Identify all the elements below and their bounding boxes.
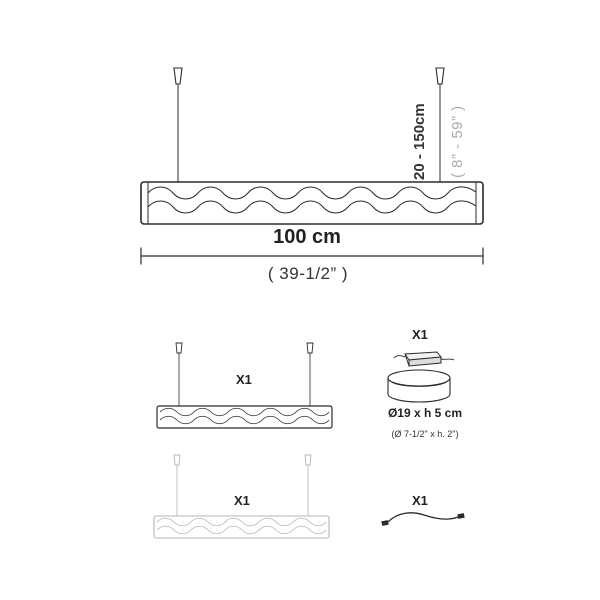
tube-wave-bottom (147, 200, 477, 214)
lamp-light-small (153, 454, 330, 539)
small-lamp-tube (156, 405, 333, 429)
drop-in-label: ( 8” - 59” ) (449, 105, 466, 178)
length-in-label: ( 39-1/2” ) (267, 264, 349, 283)
drop-cm-label: 20 - 150cm (411, 103, 428, 180)
small-right-canopy (306, 342, 314, 354)
tube-wave-top (147, 186, 477, 200)
lamp-dark-small (156, 342, 333, 429)
main-lamp (140, 67, 484, 265)
driver-box (393, 351, 455, 367)
lamp-alt-quantity-label: X1 (234, 493, 250, 508)
ring-size-cm-label: Ø19 x h 5 cm (387, 406, 463, 420)
light-lamp-tube (153, 515, 330, 539)
connection-cable (381, 512, 465, 526)
small-left-canopy (175, 342, 183, 354)
light-left-canopy (173, 454, 181, 466)
cable-quantity-label: X1 (412, 493, 428, 508)
left-canopy (173, 67, 183, 85)
ring-size-in-label: (Ø 7-1/2" x h. 2") (391, 429, 459, 439)
length-cm-label: 100 cm (273, 226, 341, 248)
ceiling-ring (387, 369, 451, 403)
lamp-quantity-label: X1 (236, 372, 252, 387)
right-canopy (435, 67, 445, 85)
lamp-tube (140, 181, 484, 225)
driver-quantity-label: X1 (412, 327, 428, 342)
light-right-canopy (304, 454, 312, 466)
